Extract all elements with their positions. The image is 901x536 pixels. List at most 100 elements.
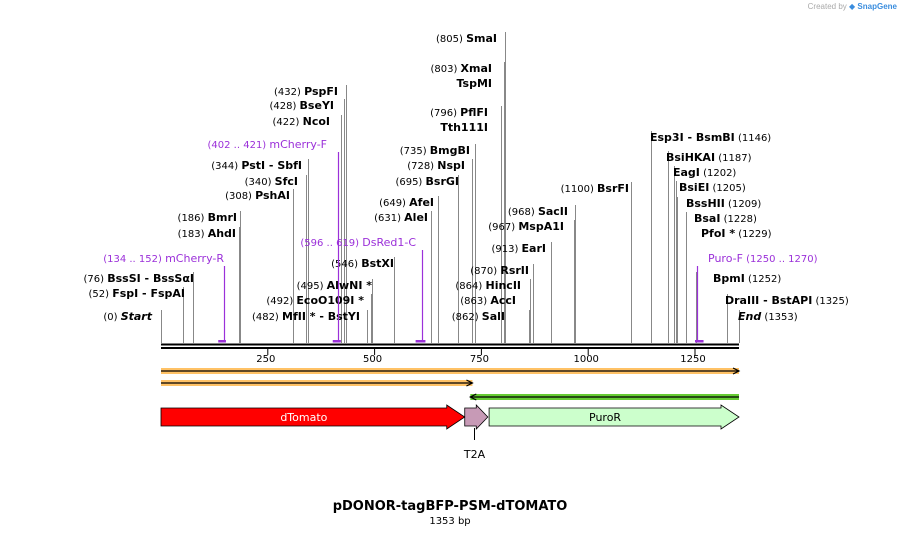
primer-label: (596 .. 619) DsRed1-C — [300, 236, 416, 249]
site-position: (0) — [103, 312, 120, 323]
ruler-tick-label: 250 — [256, 354, 275, 365]
primers-layer: (134 .. 152) mCherry-R(402 .. 421) mCher… — [103, 138, 818, 343]
site-label: (728) NspI — [407, 159, 465, 172]
site-position: (967) — [488, 222, 518, 233]
primer-label: Puro-F (1250 .. 1270) — [708, 252, 818, 265]
site-name: SmaI — [466, 32, 497, 45]
site-label: (422) NcoI — [273, 115, 330, 128]
site-label: (863) AccI — [460, 294, 516, 307]
site-position: (308) — [225, 191, 255, 202]
site-label: (968) SacII — [508, 205, 568, 218]
primer-mark[interactable] — [415, 340, 426, 343]
site-label: (864) HincII — [455, 279, 521, 292]
site-position: (1325) — [812, 296, 849, 307]
site-name: BseYI — [300, 99, 334, 112]
site-name: Esp3I - BsmBI — [650, 131, 735, 144]
site-position: (864) — [455, 281, 485, 292]
site-label: End (1353) — [738, 310, 798, 323]
site-position: (649) — [379, 198, 409, 209]
site-position: (52) — [88, 289, 112, 300]
site-label: (870) RsrII — [470, 264, 529, 277]
site-label: (344) PstI - SbfI — [211, 159, 302, 172]
site-position: (735) — [400, 146, 430, 157]
credit-prefix: Created by — [807, 2, 847, 11]
site-label: (308) PshAI — [225, 189, 290, 202]
site-label: BsaI (1228) — [694, 212, 757, 225]
site-label: (340) SfcI — [245, 175, 298, 188]
site-label: TspMI — [456, 77, 492, 90]
site-label: (862) SalI — [452, 310, 505, 323]
site-name: BsiHKAI — [666, 151, 715, 164]
feature-arrow-puror[interactable] — [488, 404, 740, 430]
primer-mark[interactable] — [332, 340, 341, 343]
site-position: (796) — [430, 108, 460, 119]
site-label: (796) PflFI — [430, 106, 488, 119]
site-label: (1100) BsrFI — [561, 182, 629, 195]
site-name: BssHII — [686, 197, 725, 210]
site-lines-layer — [161, 32, 740, 343]
site-label: PfoI * (1229) — [701, 227, 772, 240]
bar-arrowhead — [468, 393, 477, 401]
site-position: (1209) — [725, 199, 762, 210]
site-name: SfcI — [275, 175, 298, 188]
site-name: PshAI — [255, 189, 290, 202]
site-position: (1353) — [761, 312, 798, 323]
site-name: PstI - SbfI — [241, 159, 302, 172]
site-name: AccI — [490, 294, 516, 307]
bars-layer — [161, 367, 741, 401]
site-label: (631) AleI — [374, 211, 428, 224]
site-label: (428) BseYI — [269, 99, 334, 112]
primer-label: (134 .. 152) mCherry-R — [103, 252, 224, 265]
site-position: (183) — [178, 229, 208, 240]
site-label: (186) BmrI — [178, 211, 237, 224]
site-name: BmrI — [208, 211, 237, 224]
map-title: pDONOR-tagBFP-PSM-dTOMATO — [333, 499, 568, 514]
primer-name: Puro-F — [708, 252, 743, 265]
site-label: (482) MfII * - BstYI — [252, 310, 360, 323]
site-position: (344) — [211, 161, 241, 172]
site-name: SalI — [482, 310, 505, 323]
site-name: NspI — [437, 159, 465, 172]
site-name: Start — [121, 310, 153, 323]
site-name: EcoO109I * — [296, 294, 364, 307]
site-name: AlwNI * — [327, 279, 373, 292]
feature-arrow-dtomato[interactable] — [160, 404, 466, 430]
site-labels-layer: (0) Start(52) FspI - FspAI(76) BssSI - B… — [84, 32, 849, 323]
primer-name: mCherry-F — [269, 138, 327, 151]
site-label: DraIII - BstAPI (1325) — [725, 294, 849, 307]
site-label: BpmI (1252) — [713, 272, 781, 285]
primer-name: DsRed1-C — [362, 236, 416, 249]
site-position: (1100) — [561, 184, 597, 195]
snapgene-credit: Created by ◆ SnapGene — [808, 2, 897, 11]
site-position: (1228) — [720, 214, 757, 225]
site-label: BsiHKAI (1187) — [666, 151, 752, 164]
site-position: (870) — [470, 266, 500, 277]
site-name: PfoI * — [701, 227, 735, 240]
site-position: (805) — [436, 34, 466, 45]
site-position: (695) — [395, 177, 425, 188]
site-label: (183) AhdI — [178, 227, 236, 240]
map-subtitle: 1353 bp — [429, 516, 470, 527]
site-name: EagI — [673, 166, 700, 179]
site-position: (863) — [460, 296, 490, 307]
site-name: End — [738, 310, 761, 323]
site-label: (803) XmaI — [430, 62, 492, 75]
site-name: BstXI — [361, 257, 394, 270]
primer-range: (1250 .. 1270) — [743, 254, 818, 265]
site-name: SacII — [538, 205, 568, 218]
site-name: AleI — [404, 211, 428, 224]
site-name: BsrFI — [597, 182, 629, 195]
feature-arrow-t2a[interactable] — [464, 404, 489, 430]
site-position: (495) — [297, 281, 327, 292]
site-position: (1146) — [735, 133, 772, 144]
site-name: XmaI — [461, 62, 492, 75]
primer-mark[interactable] — [694, 340, 704, 343]
site-label: BsiEI (1205) — [679, 181, 746, 194]
site-label: EagI (1202) — [673, 166, 736, 179]
ruler-tick-label: 1000 — [573, 354, 598, 365]
site-name: PspFI — [304, 85, 338, 98]
ruler-tick-label: 1250 — [680, 354, 705, 365]
site-name: RsrII — [500, 264, 529, 277]
primer-mark[interactable] — [218, 340, 226, 343]
